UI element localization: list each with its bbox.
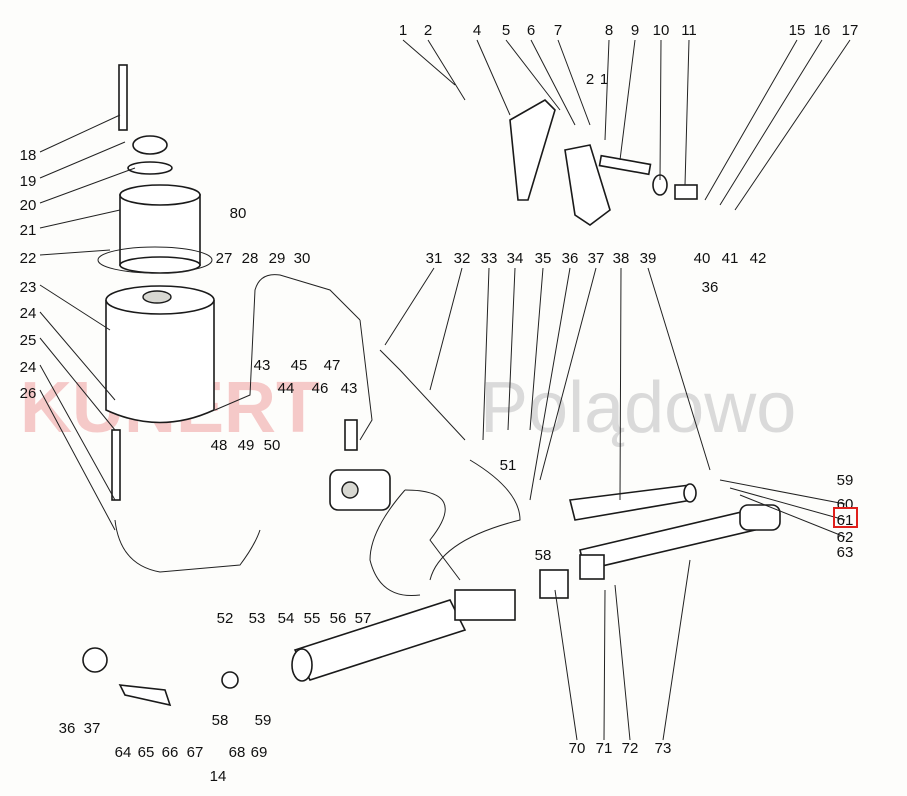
callout-label-21: 21 (20, 222, 37, 239)
callout-label-7: 7 (554, 22, 562, 39)
callout-label-36: 36 (702, 279, 719, 296)
callout-label-66: 66 (162, 744, 179, 761)
callout-label-54: 54 (278, 610, 295, 627)
callout-label-44: 44 (278, 380, 295, 397)
callout-label-64: 64 (115, 744, 132, 761)
callout-label-51: 51 (500, 457, 517, 474)
callout-label-31: 31 (426, 250, 443, 267)
callout-label-65: 65 (138, 744, 155, 761)
callout-label-10: 10 (653, 22, 670, 39)
callout-label-41: 41 (722, 250, 739, 267)
callout-label-48: 48 (211, 437, 228, 454)
callout-label-16: 16 (814, 22, 831, 39)
callout-label-63: 63 (837, 544, 854, 561)
callout-label-53: 53 (249, 610, 266, 627)
callout-label-50: 50 (264, 437, 281, 454)
callout-label-22: 22 (20, 250, 37, 267)
callout-label-17: 17 (842, 22, 859, 39)
callout-label-1: 1 (600, 71, 608, 88)
callout-label-80: 80 (230, 205, 247, 222)
callout-label-28: 28 (242, 250, 259, 267)
callout-label-72: 72 (622, 740, 639, 757)
callout-label-6: 6 (527, 22, 535, 39)
callout-label-27: 27 (216, 250, 233, 267)
callout-label-61: 61 (837, 512, 854, 529)
callout-label-62: 62 (837, 529, 854, 546)
callout-label-34: 34 (507, 250, 524, 267)
callout-label-25: 25 (20, 332, 37, 349)
callout-label-55: 55 (304, 610, 321, 627)
callout-label-14: 14 (210, 768, 227, 785)
callout-label-73: 73 (655, 740, 672, 757)
callout-label-47: 47 (324, 357, 341, 374)
callout-label-67: 67 (187, 744, 204, 761)
callout-label-33: 33 (481, 250, 498, 267)
callout-label-59: 59 (837, 472, 854, 489)
callout-label-36: 36 (562, 250, 579, 267)
callout-label-58: 58 (212, 712, 229, 729)
callout-label-39: 39 (640, 250, 657, 267)
callout-label-69: 69 (251, 744, 268, 761)
callout-label-46: 46 (312, 380, 329, 397)
callout-label-9: 9 (631, 22, 639, 39)
callout-label-35: 35 (535, 250, 552, 267)
cylinders (291, 483, 781, 682)
callout-label-36: 36 (59, 720, 76, 737)
callout-label-58: 58 (535, 547, 552, 564)
callout-label-40: 40 (694, 250, 711, 267)
pipes (214, 274, 521, 597)
callout-label-2: 2 (424, 22, 432, 39)
control-valve (329, 419, 391, 511)
callout-label-1: 1 (399, 22, 407, 39)
callout-label-68: 68 (229, 744, 246, 761)
reservoir-assembly (97, 64, 261, 573)
callout-label-30: 30 (294, 250, 311, 267)
callout-label-52: 52 (217, 610, 234, 627)
callout-label-15: 15 (789, 22, 806, 39)
callout-label-32: 32 (454, 250, 471, 267)
watermark-place: Polądowo (480, 368, 796, 448)
callout-label-29: 29 (269, 250, 286, 267)
callout-label-19: 19 (20, 173, 37, 190)
callout-label-4: 4 (473, 22, 481, 39)
highlight-box (833, 507, 858, 528)
callout-label-18: 18 (20, 147, 37, 164)
callout-label-24: 24 (20, 305, 37, 322)
callout-label-26: 26 (20, 385, 37, 402)
callout-label-70: 70 (569, 740, 586, 757)
callout-label-42: 42 (750, 250, 767, 267)
callout-label-37: 37 (588, 250, 605, 267)
leader-lines (39, 39, 851, 741)
callout-label-38: 38 (613, 250, 630, 267)
callout-label-37: 37 (84, 720, 101, 737)
callout-label-20: 20 (20, 197, 37, 214)
callout-label-23: 23 (20, 279, 37, 296)
callout-label-43: 43 (254, 357, 271, 374)
callout-label-49: 49 (238, 437, 255, 454)
pitman-arm (509, 99, 698, 226)
callout-label-5: 5 (502, 22, 510, 39)
callout-label-24: 24 (20, 359, 37, 376)
callout-label-59: 59 (255, 712, 272, 729)
callout-label-2: 2 (586, 71, 594, 88)
callout-label-11: 11 (681, 22, 697, 39)
tie-rod-end (82, 647, 239, 707)
callout-label-60: 60 (837, 496, 854, 513)
callout-label-56: 56 (330, 610, 347, 627)
callout-label-57: 57 (355, 610, 372, 627)
callout-label-45: 45 (291, 357, 308, 374)
callout-label-71: 71 (596, 740, 613, 757)
callout-label-43: 43 (341, 380, 358, 397)
callout-label-8: 8 (605, 22, 613, 39)
